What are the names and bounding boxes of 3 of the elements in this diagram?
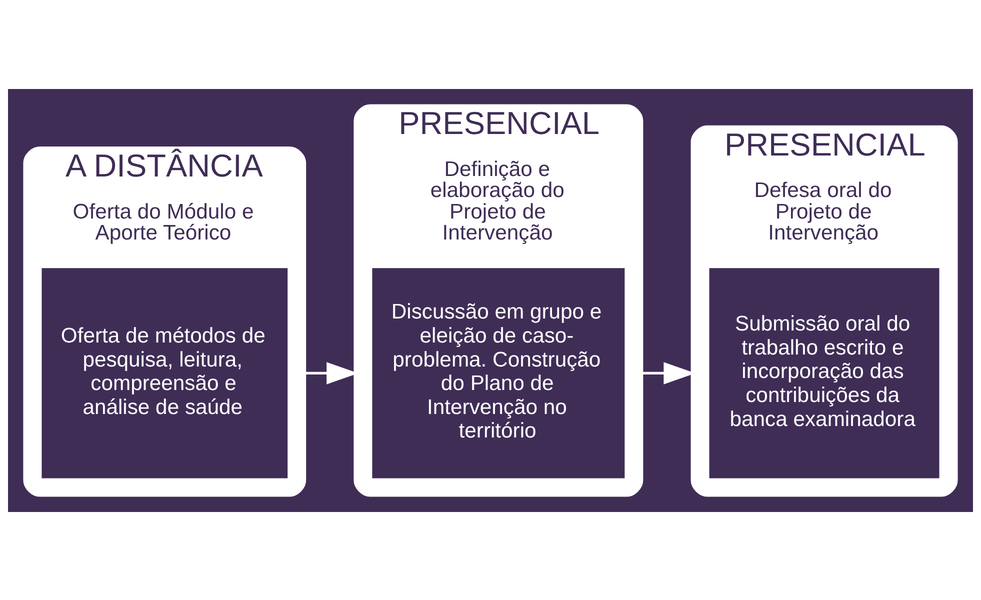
node-box: Submissão oral do trabalho escrito e incorporação das contribuições da banca examinadora — [709, 268, 940, 478]
node-box: Discussão em grupo e eleição de caso-problema. Construção do Plano de Intervenção no território — [372, 268, 625, 478]
node-box: Oferta de métodos de pesquisa, leitura, compreensão e análise de saúde — [42, 268, 288, 478]
